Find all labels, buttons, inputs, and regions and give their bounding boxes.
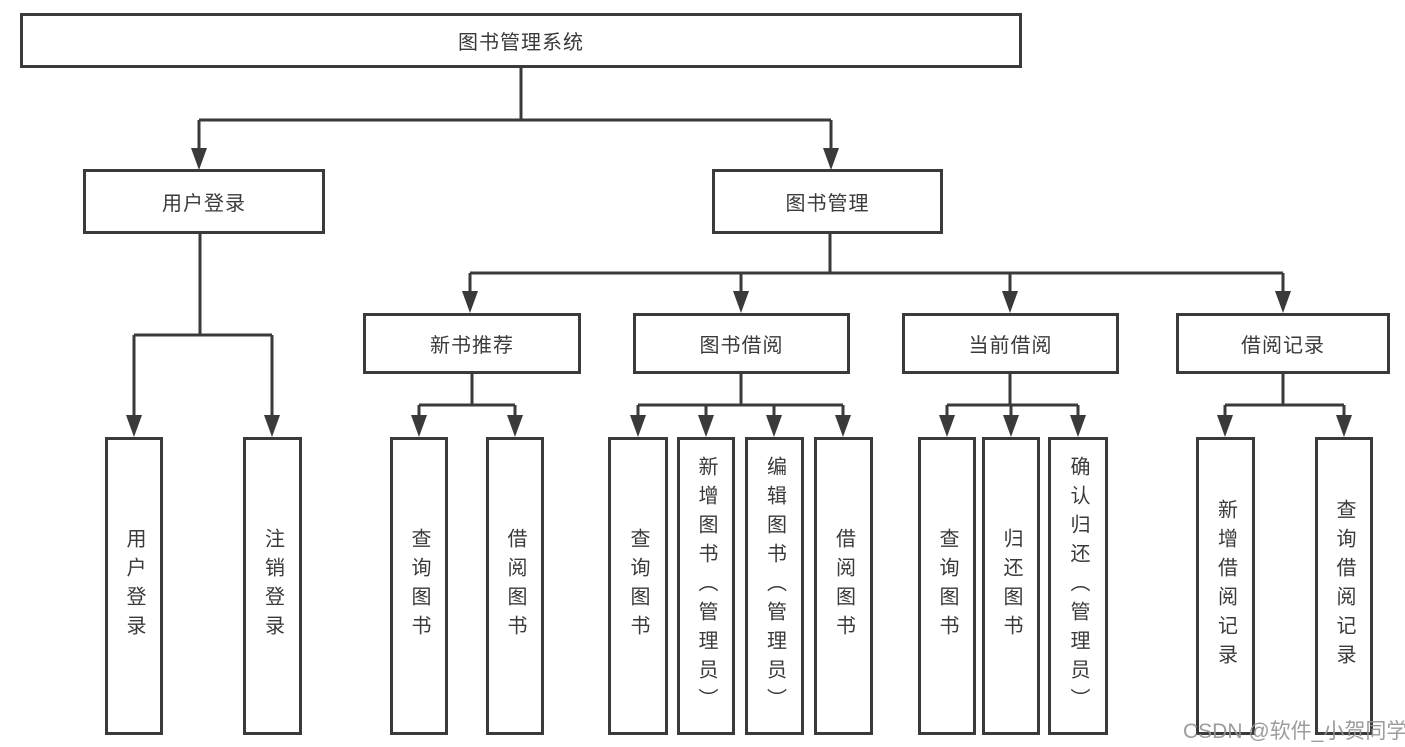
leaf-query-books-2-label: 查询图书	[627, 528, 649, 644]
node-borrow-records-label: 借阅记录	[1241, 335, 1325, 357]
node-user-login-branch: 用户登录	[83, 169, 325, 234]
node-borrow-records: 借阅记录	[1176, 313, 1390, 374]
leaf-borrow-books-1: 借阅图书	[486, 437, 544, 735]
leaf-query-books-3-label: 查询图书	[936, 528, 958, 644]
leaf-confirm-return-admin: 确认归还（管理员）	[1048, 437, 1108, 735]
leaf-confirm-return-admin-label: 确认归还（管理员）	[1067, 455, 1089, 717]
leaf-query-books-2: 查询图书	[608, 437, 668, 735]
leaf-add-books-admin: 新增图书（管理员）	[677, 437, 735, 735]
leaf-user-login: 用户登录	[105, 437, 163, 735]
leaf-query-books-1-label: 查询图书	[408, 528, 430, 644]
leaf-user-login-label: 用户登录	[123, 528, 145, 644]
node-book-borrow-label: 图书借阅	[699, 335, 784, 357]
node-root-label: 图书管理系统	[458, 32, 584, 54]
leaf-borrow-books-1-label: 借阅图书	[504, 528, 526, 644]
leaf-query-borrow-record-label: 查询借阅记录	[1333, 499, 1355, 673]
node-book-management-label: 图书管理	[785, 193, 870, 215]
leaf-query-books-3: 查询图书	[918, 437, 976, 735]
leaf-return-books: 归还图书	[982, 437, 1040, 735]
node-user-login-branch-label: 用户登录	[162, 193, 246, 215]
node-current-borrow: 当前借阅	[902, 313, 1119, 374]
leaf-query-books-1: 查询图书	[390, 437, 448, 735]
watermark: CSDN @软件_小贺同学	[1183, 720, 1405, 743]
leaf-logout: 注销登录	[243, 437, 302, 735]
leaf-borrow-books-2: 借阅图书	[814, 437, 873, 735]
leaf-edit-books-admin-label: 编辑图书（管理员）	[763, 455, 786, 717]
node-current-borrow-label: 当前借阅	[968, 335, 1053, 357]
node-book-management: 图书管理	[712, 169, 943, 234]
leaf-add-borrow-record-label: 新增借阅记录	[1214, 499, 1237, 673]
leaf-query-borrow-record: 查询借阅记录	[1315, 437, 1373, 735]
node-new-book-recommend-label: 新书推荐	[430, 335, 514, 357]
leaf-edit-books-admin: 编辑图书（管理员）	[745, 437, 804, 735]
leaf-add-books-admin-label: 新增图书（管理员）	[695, 455, 717, 717]
leaf-borrow-books-2-label: 借阅图书	[832, 528, 855, 644]
node-new-book-recommend: 新书推荐	[363, 313, 581, 374]
leaf-add-borrow-record: 新增借阅记录	[1196, 437, 1255, 735]
node-root: 图书管理系统	[20, 13, 1022, 68]
node-book-borrow: 图书借阅	[633, 313, 850, 374]
leaf-return-books-label: 归还图书	[1000, 528, 1022, 644]
leaf-logout-label: 注销登录	[261, 528, 284, 644]
